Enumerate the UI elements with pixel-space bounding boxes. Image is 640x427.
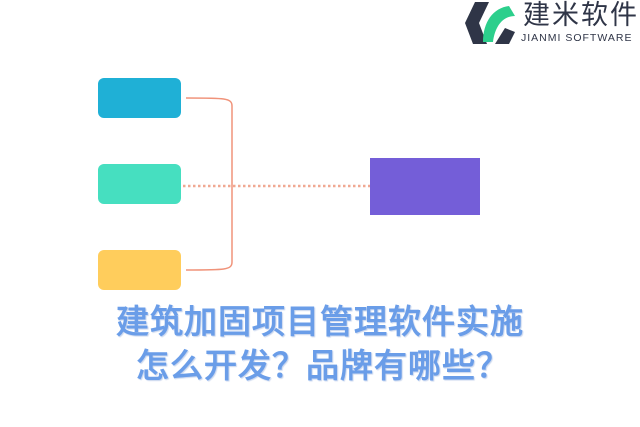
bracket-connector — [185, 97, 233, 271]
diagram-box-yellow — [98, 250, 181, 290]
logo-name-cn: 建米软件 — [523, 0, 639, 31]
logo-name-en: JIANMI SOFTWARE — [521, 32, 633, 44]
diagram-box-blue — [98, 78, 181, 118]
title-line-2: 怎么开发？品牌有哪些？ — [136, 346, 510, 385]
diagram-target-box — [370, 158, 480, 215]
diagram-box-teal — [98, 164, 181, 204]
jianmi-logo-icon — [465, 2, 515, 44]
title-line-1: 建筑加固项目管理软件实施 — [116, 302, 524, 341]
